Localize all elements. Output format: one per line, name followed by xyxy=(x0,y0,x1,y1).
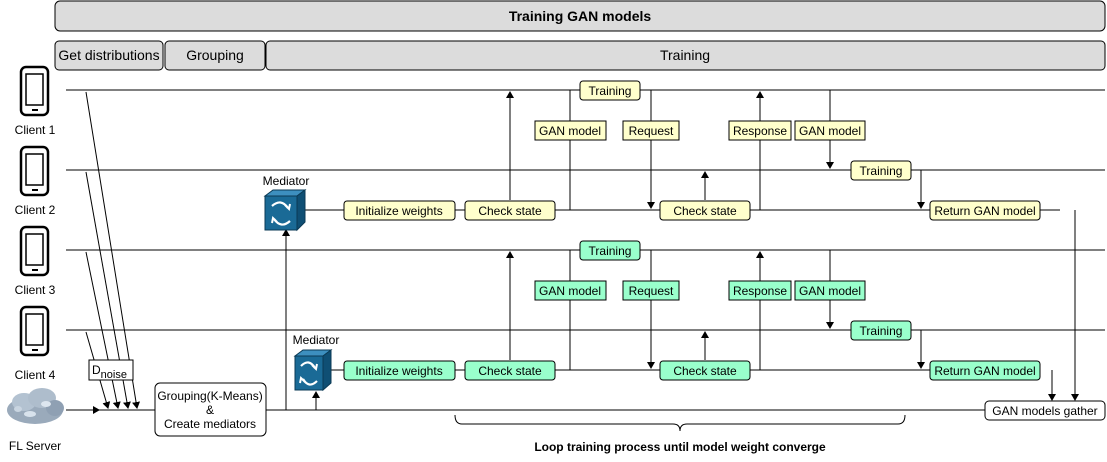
gan-model-box xyxy=(794,120,866,141)
client-label: Client 4 xyxy=(15,368,56,382)
training-box xyxy=(850,160,912,181)
initialize-weights-box xyxy=(343,200,456,221)
step-label: Return GAN model xyxy=(934,364,1035,378)
client-label: Client 2 xyxy=(15,203,56,217)
group-b-flow xyxy=(506,250,1056,401)
return-gan-model-box xyxy=(929,200,1041,221)
phone-icon xyxy=(19,305,50,357)
group-a-flow xyxy=(506,90,1079,401)
phase-label: Grouping xyxy=(186,47,244,63)
title-bar xyxy=(54,0,1106,32)
gan-model-box xyxy=(794,280,866,301)
loop-brace: Loop training process until model weight… xyxy=(454,414,906,454)
grouping-box: Grouping(K-Means) & Create mediators xyxy=(154,382,267,437)
step-label: Training xyxy=(860,164,903,178)
grouping-line-1: Grouping(K-Means) xyxy=(157,389,262,403)
phase-label: Get distributions xyxy=(58,47,159,63)
step-label: Check state xyxy=(478,364,542,378)
mediator-1: Mediator xyxy=(263,174,310,232)
step-label: Initialize weights xyxy=(355,204,442,218)
phone-icon xyxy=(19,145,50,197)
training-box xyxy=(579,240,641,261)
loop-label: Loop training process until model weight… xyxy=(534,440,826,454)
fl-server: FL Server xyxy=(7,388,64,453)
step-label: GAN model xyxy=(799,124,861,138)
cloud-server-icon xyxy=(7,388,64,424)
step-label: GAN model xyxy=(799,284,861,298)
step-label: Check state xyxy=(478,204,542,218)
mediator-2: Mediator xyxy=(293,333,340,392)
request-box xyxy=(622,120,680,141)
step-label: Check state xyxy=(673,364,737,378)
grouping-line-3: Create mediators xyxy=(164,417,256,431)
client-label: Client 1 xyxy=(15,123,56,137)
gan-model-box xyxy=(534,280,607,301)
page-title: Training GAN models xyxy=(509,8,652,24)
server-label: FL Server xyxy=(9,439,61,453)
noise-sub: noise xyxy=(101,369,127,381)
mediator-cube-icon xyxy=(263,189,307,232)
grouping-line-2: & xyxy=(206,403,214,417)
mediator-label: Mediator xyxy=(293,333,340,347)
noise-label: Dnoise xyxy=(92,363,127,381)
training-box xyxy=(579,80,641,101)
step-label: Check state xyxy=(673,204,737,218)
check-state-box xyxy=(464,360,556,381)
phase-training xyxy=(265,40,1106,71)
client-3: Client 3 xyxy=(15,225,56,297)
group-a-boxes: Initialize weights Check state Training … xyxy=(343,80,1041,221)
noise-box: Dnoise xyxy=(88,359,134,381)
check-state-box xyxy=(659,200,751,221)
phase-grouping xyxy=(164,40,266,71)
noise-main: D xyxy=(92,363,101,377)
header: Training GAN models Get distributions Gr… xyxy=(54,0,1106,71)
group-b-boxes: Initialize weights Check state Training … xyxy=(343,240,1041,381)
mediator-cube-icon xyxy=(293,349,333,392)
response-box xyxy=(728,120,792,141)
step-label: Return GAN model xyxy=(934,204,1035,218)
step-label: GAN model xyxy=(539,284,601,298)
step-label: Training xyxy=(589,84,632,98)
step-label: Request xyxy=(629,124,674,138)
response-box xyxy=(728,280,792,301)
mediator-label: Mediator xyxy=(263,174,310,188)
step-label: Initialize weights xyxy=(355,364,442,378)
client-label: Client 3 xyxy=(15,283,56,297)
step-label: Request xyxy=(629,284,674,298)
phone-icon xyxy=(19,225,50,277)
client-4: Client 4 xyxy=(15,305,56,382)
gan-model-box xyxy=(534,120,607,141)
step-label: Response xyxy=(733,124,787,138)
training-box xyxy=(850,320,912,341)
client-1: Client 1 xyxy=(15,65,56,137)
phase-label: Training xyxy=(660,47,710,63)
return-gan-model-box xyxy=(929,360,1041,381)
gather-label: GAN models gather xyxy=(992,404,1097,418)
gather-box: GAN models gather xyxy=(984,400,1106,421)
step-label: Training xyxy=(860,324,903,338)
phase-get-distributions xyxy=(54,40,164,71)
step-label: Response xyxy=(733,284,787,298)
check-state-box xyxy=(659,360,751,381)
initialize-weights-box xyxy=(343,360,456,381)
client-2: Client 2 xyxy=(15,145,56,217)
request-box xyxy=(622,280,680,301)
phone-icon xyxy=(19,65,50,117)
step-label: GAN model xyxy=(539,124,601,138)
step-label: Training xyxy=(589,244,632,258)
check-state-box xyxy=(464,200,556,221)
